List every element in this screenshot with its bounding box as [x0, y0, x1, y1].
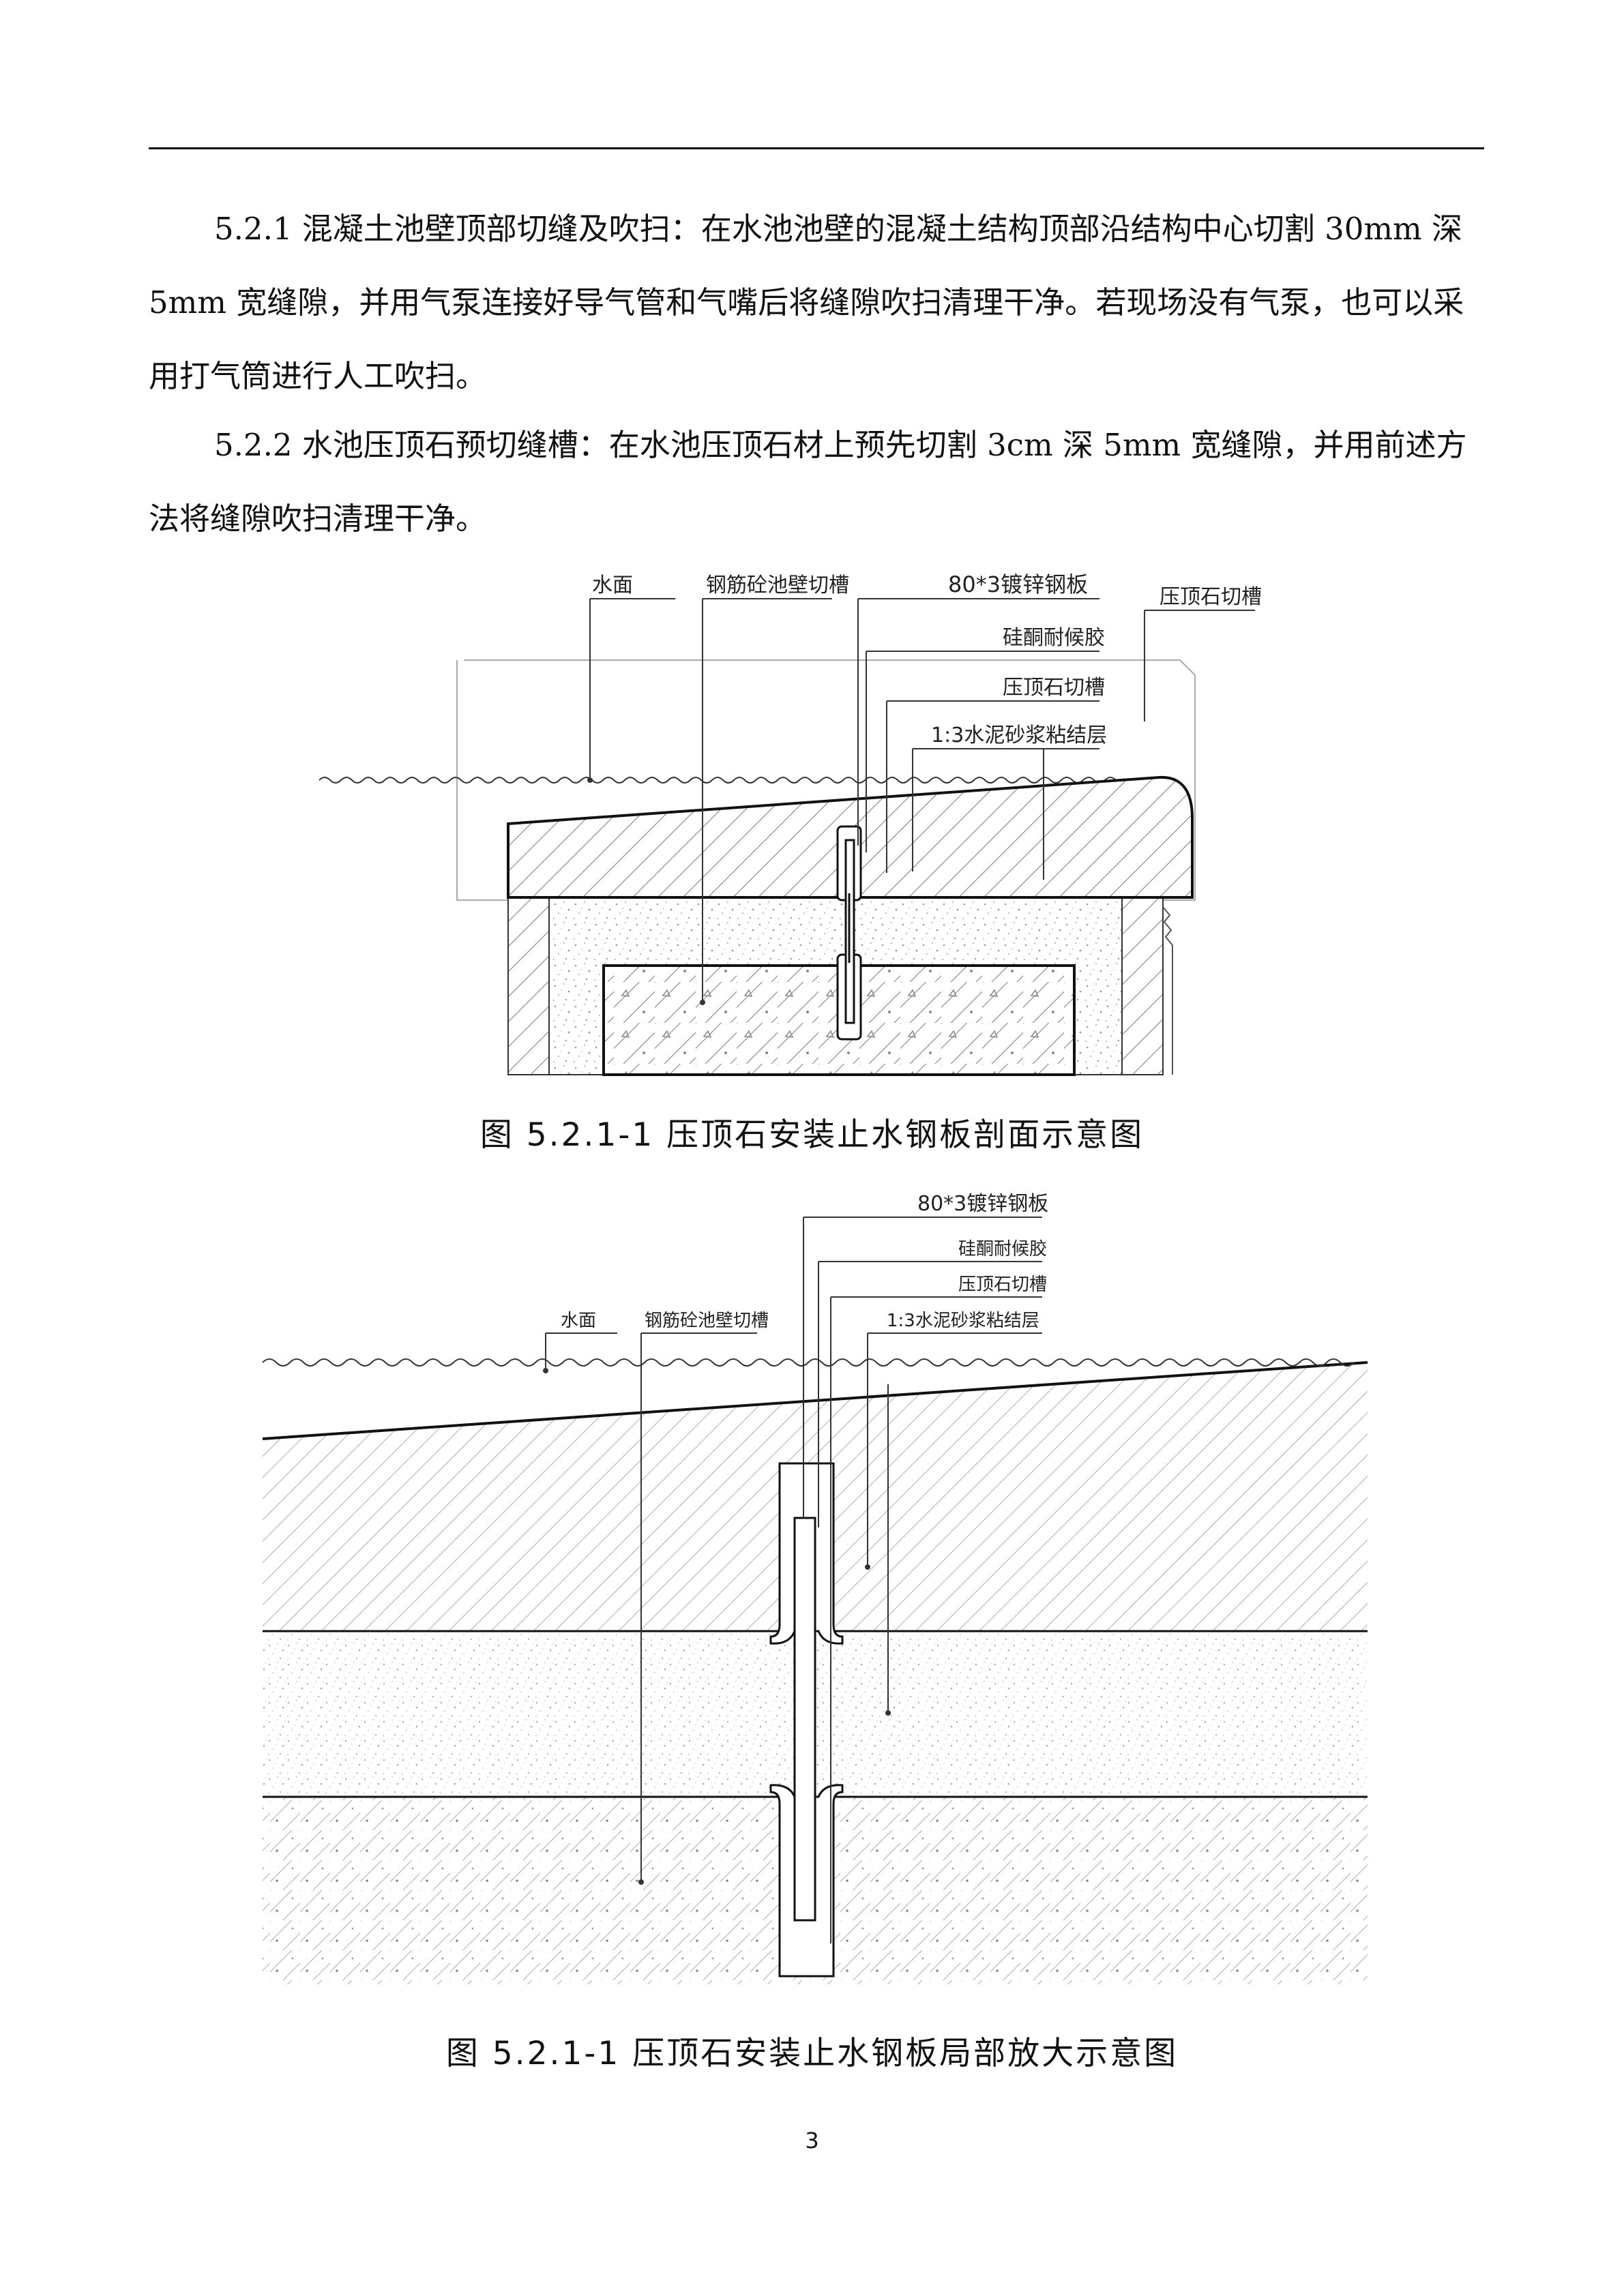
fig2-label-sealant: 硅酮耐候胶 — [958, 1239, 1047, 1259]
fig2-label-steel-plate: 80*3镀锌钢板 — [917, 1192, 1048, 1216]
paragraph-5-2-1: 5.2.1 混凝土池壁顶部切缝及吹扫：在水池池壁的混凝土结构顶部沿结构中心切割 … — [149, 211, 1464, 394]
fig2-label-coping-slot: 压顶石切槽 — [958, 1274, 1047, 1295]
fig1-label-water: 水面 — [592, 573, 633, 597]
fig1-label-concrete-slot: 钢筋砼池壁切槽 — [706, 573, 849, 597]
fig1-label-coping-slot-inner: 压顶石切槽 — [1003, 676, 1105, 700]
fig2-label-mortar: 1:3水泥砂浆粘结层 — [887, 1311, 1039, 1331]
fig2-label-water: 水面 — [561, 1311, 596, 1331]
fig1-label-sealant: 硅酮耐候胶 — [1003, 626, 1105, 650]
fig1-label-mortar: 1:3水泥砂浆粘结层 — [931, 724, 1107, 747]
fig1-label-coping-slot-outer: 压顶石切槽 — [1160, 585, 1262, 609]
fig1-label-steel-plate: 80*3镀锌钢板 — [948, 571, 1088, 597]
header-rule — [149, 147, 1484, 149]
page-number: 3 — [805, 2128, 819, 2153]
figure-2-caption: 图 5.2.1-1 压顶石安装止水钢板局部放大示意图 — [445, 2035, 1179, 2072]
figure-1-caption: 图 5.2.1-1 压顶石安装止水钢板剖面示意图 — [479, 1116, 1145, 1154]
paragraph-5-2-2: 5.2.2 水池压顶石预切缝槽：在水池压顶石材上预先切割 3cm 深 5mm 宽… — [149, 427, 1467, 537]
fig2-label-concrete-slot: 钢筋砼池壁切槽 — [645, 1311, 769, 1331]
figure-2-detail-drawing: 80*3镀锌钢板 硅酮耐候胶 压顶石切槽 1:3水泥砂浆粘结层 水面 钢筋砼池壁… — [262, 1192, 1368, 1984]
figure-1-section-drawing: 水面 钢筋砼池壁切槽 80*3镀锌钢板 硅酮耐候胶 压顶石切槽 1:3水泥砂浆粘… — [319, 571, 1262, 1076]
